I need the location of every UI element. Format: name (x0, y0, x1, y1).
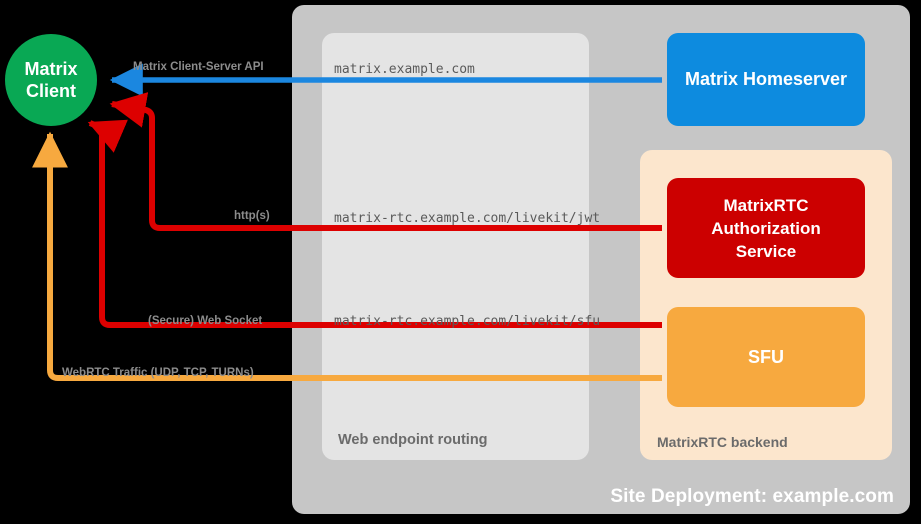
flow-https (109, 92, 662, 231)
node-matrix-client[interactable]: Matrix Client (5, 34, 97, 126)
flow-websocket (87, 119, 662, 328)
node-matrix-homeserver[interactable]: Matrix Homeserver (667, 33, 865, 126)
endpoint-matrix-example-com: matrix.example.com (334, 62, 475, 77)
matrixrtc-backend-label: MatrixRTC backend (657, 434, 788, 450)
matrix-homeserver-label: Matrix Homeserver (684, 69, 848, 89)
flow-webrtc (31, 131, 662, 381)
node-matrixrtc-authorization-service[interactable]: MatrixRTC Authorization Service (667, 178, 865, 278)
site-deployment-label: Site Deployment: example.com (610, 486, 894, 507)
matrix-client-label-line1: Matrix (24, 59, 78, 79)
auth-service-label-line3: Service (735, 241, 797, 261)
web-endpoint-routing-label: Web endpoint routing (338, 432, 488, 448)
endpoint-livekit-jwt: matrix-rtc.example.com/livekit/jwt (334, 211, 601, 226)
flow-label-webrtc: WebRTC Traffic (UDP, TCP, TURNs) (62, 367, 254, 379)
auth-service-label-line1: MatrixRTC (723, 195, 809, 215)
sfu-label: SFU (748, 346, 784, 367)
flow-label-websocket: (Secure) Web Socket (148, 315, 263, 327)
auth-service-label-line2: Authorization (711, 218, 821, 238)
flow-label-client-server-api: Matrix Client-Server API (133, 61, 264, 73)
endpoint-livekit-sfu: matrix-rtc.example.com/livekit/sfu (334, 314, 601, 329)
matrix-client-label-line2: Client (25, 81, 76, 101)
node-sfu[interactable]: SFU (667, 307, 865, 407)
web-endpoint-routing-container: Web endpoint routing (322, 33, 589, 460)
flow-label-https: http(s) (234, 210, 270, 222)
